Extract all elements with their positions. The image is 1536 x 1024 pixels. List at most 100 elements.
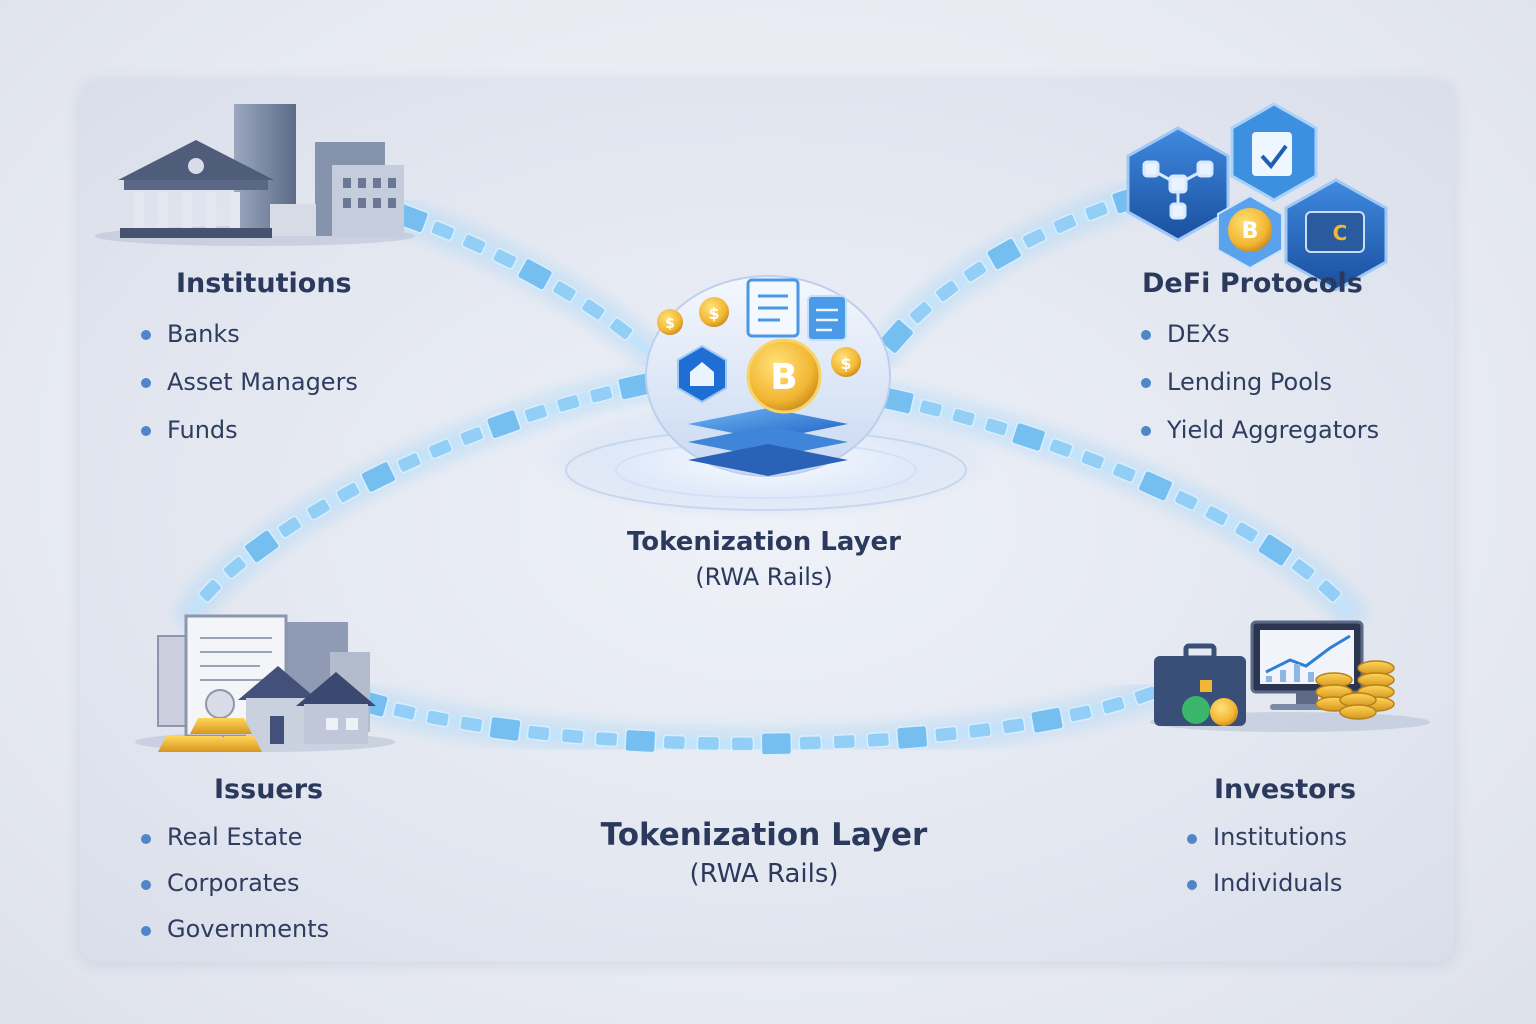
chain-block-icon [580,297,606,321]
chain-block-icon [1233,520,1260,544]
list-item: Funds [140,406,358,454]
chain-block-icon [933,725,959,743]
chain-block-icon [951,407,977,427]
list-item: DEXs [1140,310,1379,358]
chain-block-icon [1100,695,1126,715]
chain-block-icon [730,736,755,752]
institutions-list: Banks Asset Managers Funds [140,310,358,454]
chain-block-icon [526,724,551,742]
defi-list: DEXs Lending Pools Yield Aggregators [1140,310,1379,454]
chain-block-icon [1080,449,1106,471]
property-gold-certificate-icon [135,614,395,752]
hexagon-protocol-icons: C B [1126,102,1388,292]
chain-block-icon [1052,213,1078,235]
chain-block-icon [986,237,1023,271]
svg-text:B: B [770,357,797,398]
investors-title: Investors [1214,774,1357,805]
chain-block-icon [588,384,614,404]
chain-block-icon [305,497,332,521]
rail-glow [867,179,1157,369]
svg-text:C: C [1333,221,1348,245]
chain-block-icon [459,715,484,734]
chain-block-icon [461,233,487,255]
investors-list: Institutions Individuals [1186,814,1347,906]
chain-block-icon [396,451,422,474]
chain-block-icon [1030,706,1064,734]
chain-block-icon [277,515,303,539]
chain-block-icon [908,300,934,325]
token-platform-icon: B $ $ $ [536,275,996,520]
chain-block-icon [1001,716,1026,735]
list-item: Banks [140,310,358,358]
chain-block-icon [895,724,929,751]
list-item: Governments [140,906,329,952]
chain-block-icon [624,728,657,754]
chain-block-icon [1011,421,1047,453]
chain-block-icon [1111,461,1137,484]
chain-block-icon [918,398,944,419]
list-item: Institutions [1186,814,1347,860]
chain-block-icon [488,715,522,743]
issuers-title: Issuers [214,774,324,805]
chain-block-icon [360,460,397,494]
svg-text:$: $ [665,316,675,332]
chain-block-icon [392,702,417,722]
defi-title: DeFi Protocols [1142,268,1363,299]
hub-label: Tokenization Layer (RWA Rails) [564,524,964,594]
hub-label-title: Tokenization Layer [627,527,901,557]
list-item: Corporates [140,860,329,906]
chain-block-icon [492,247,518,270]
issuers-list: Real Estate Corporates Governments [140,814,329,952]
chain-block-icon [879,318,915,355]
chain-block-icon [430,220,456,242]
chain-block-icon [962,260,988,284]
chain-block-icon [1048,437,1074,459]
chain-block-icon [1204,504,1230,527]
list-item: Asset Managers [140,358,358,406]
chain-block-icon [485,408,522,440]
chain-block-icon [335,481,361,504]
chain-block-icon [425,709,451,728]
chain-block-icon [1083,200,1110,222]
chain-block-icon [608,317,634,341]
chain-block-icon [662,734,687,751]
chain-block-icon [832,733,857,750]
chain-block-icon [1290,557,1316,582]
bottom-rail-label: Tokenization Layer (RWA Rails) [514,814,1014,892]
bottom-rail-label-subtitle: (RWA Rails) [689,859,839,889]
chain-block-icon [1137,469,1174,502]
chain-block-icon [1173,489,1199,512]
chain-block-icon [798,735,823,751]
chain-block-icon [866,731,891,749]
chain-block-icon [1257,532,1294,568]
chain-block-icon [1021,227,1047,250]
list-item: Yield Aggregators [1140,406,1379,454]
svg-text:$: $ [840,354,851,373]
chain-block-icon [560,727,585,745]
briefcase-chart-coins-icon [1150,620,1430,732]
chain-block-icon [934,279,960,303]
chain-block-icon [555,393,581,414]
bank-buildings-icon [95,104,415,246]
chain-block-icon [594,730,619,748]
bottom-rail-label-title: Tokenization Layer [600,817,928,853]
svg-text:$: $ [708,304,719,323]
hub-label-subtitle: (RWA Rails) [695,563,833,591]
svg-text:B: B [1242,219,1259,244]
chain-block-icon [459,425,485,447]
chain-block-icon [243,529,280,564]
chain-block-icon [516,257,554,291]
chain-block-icon [523,403,549,424]
chain-block-icon [427,438,453,460]
list-item: Individuals [1186,860,1347,906]
chain-block-icon [1067,704,1093,723]
chain-block-icon [1317,578,1342,604]
chain-block-icon [197,578,223,604]
list-item: Real Estate [140,814,329,860]
list-item: Lending Pools [1140,358,1379,406]
institutions-title: Institutions [176,268,352,299]
chain-block-icon [551,279,578,303]
chain-block-icon [967,721,992,740]
chain-block-icon [222,555,248,580]
